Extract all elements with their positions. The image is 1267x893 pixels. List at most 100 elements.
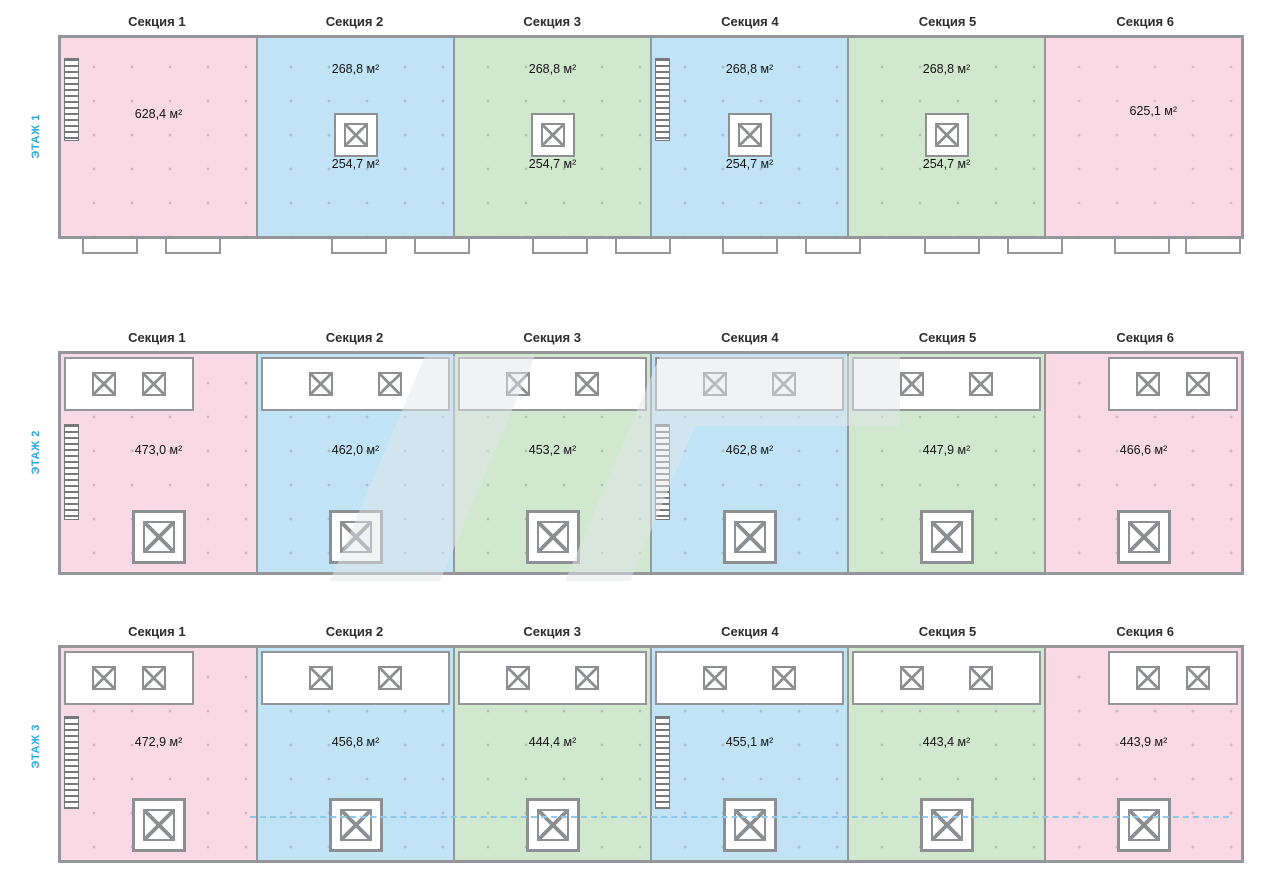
stair-core xyxy=(919,798,974,852)
elevator-shaft-icon xyxy=(930,521,963,553)
section-header: Секция 2 xyxy=(325,624,384,639)
elevator-core xyxy=(530,113,575,158)
elevator-shaft-icon xyxy=(733,521,766,553)
vent-shaft-band xyxy=(261,651,450,705)
section-header: Секция 5 xyxy=(918,14,977,29)
balcony xyxy=(1184,239,1241,254)
floor-3-section-headers: Секция 1 Секция 2 Секция 3 Секция 4 Секц… xyxy=(58,624,1244,639)
section-header: Секция 2 xyxy=(325,330,384,345)
elevator-shaft-icon xyxy=(1127,809,1160,841)
elevator-shaft-icon xyxy=(540,123,565,148)
balcony xyxy=(413,239,470,254)
floor-2-section-headers: Секция 1 Секция 2 Секция 3 Секция 4 Секц… xyxy=(58,330,1244,345)
section-5-unit: 443,4 м² xyxy=(847,648,1044,860)
stair-core xyxy=(919,510,974,564)
shaft-icon xyxy=(141,372,166,396)
stair-core xyxy=(525,798,580,852)
shaft-icon xyxy=(141,666,166,690)
elevator-shaft-icon xyxy=(1127,521,1160,553)
section-5-unit: 447,9 м² xyxy=(847,354,1044,572)
section-header: Секция 2 xyxy=(325,14,384,29)
section-header: Секция 3 xyxy=(523,14,581,29)
balcony xyxy=(1113,239,1170,254)
vent-shaft-band xyxy=(64,357,194,411)
section-6-unit: 466,6 м² xyxy=(1044,354,1241,572)
section-6-unit: 443,9 м² xyxy=(1044,648,1241,860)
area-label: 268,8 м² xyxy=(725,61,774,76)
elevator-shaft-icon xyxy=(142,521,175,553)
area-label: 268,8 м² xyxy=(528,61,577,76)
area-label: 268,8 м² xyxy=(331,61,380,76)
stair-core xyxy=(722,798,777,852)
vent-shaft-band xyxy=(655,357,844,411)
area-label: 456,8 м² xyxy=(331,734,380,749)
shaft-icon xyxy=(308,666,333,690)
elevator-shaft-icon xyxy=(930,809,963,841)
shaft-icon xyxy=(702,372,727,396)
floor-1-plan: 628,4 м² 268,8 м² 254,7 м² 268,8 м² 254,… xyxy=(58,35,1244,239)
vent-shaft-band xyxy=(64,651,194,705)
stair-core xyxy=(722,510,777,564)
section-header: Секция 1 xyxy=(128,330,186,345)
stairs-icon xyxy=(64,57,79,141)
elevator-shaft-icon xyxy=(339,521,372,553)
section-header: Секция 4 xyxy=(721,14,779,29)
elevator-core xyxy=(333,113,378,158)
section-2-unit: 268,8 м² 254,7 м² xyxy=(256,38,453,236)
section-header: Секция 6 xyxy=(1116,14,1174,29)
area-label: 443,4 м² xyxy=(922,734,971,749)
balcony xyxy=(722,239,779,254)
shaft-icon xyxy=(1186,666,1211,690)
balcony xyxy=(923,239,980,254)
shaft-icon xyxy=(1136,666,1161,690)
stair-core xyxy=(131,510,186,564)
stair-core xyxy=(328,798,383,852)
floor-1: ЭТАЖ 1 Секция 1 Секция 2 Секция 3 Секция… xyxy=(0,14,1267,265)
shaft-icon xyxy=(702,666,727,690)
section-3-unit: 268,8 м² 254,7 м² xyxy=(453,38,650,236)
area-label: 254,7 м² xyxy=(528,156,577,171)
shaft-icon xyxy=(772,372,797,396)
floor-1-section-headers: Секция 1 Секция 2 Секция 3 Секция 4 Секц… xyxy=(58,14,1244,29)
balcony xyxy=(532,239,589,254)
area-label: 462,0 м² xyxy=(331,443,380,458)
shaft-icon xyxy=(378,666,403,690)
floor-3: ЭТАЖ 3 Секция 1 Секция 2 Секция 3 Секция… xyxy=(0,624,1267,863)
section-2-unit: 462,0 м² xyxy=(256,354,453,572)
vent-shaft-band xyxy=(1108,651,1238,705)
area-label: 254,7 м² xyxy=(725,156,774,171)
shaft-icon xyxy=(575,666,600,690)
stair-core xyxy=(525,510,580,564)
section-header: Секция 4 xyxy=(721,330,779,345)
shaft-icon xyxy=(899,372,924,396)
section-6-unit: 625,1 м² xyxy=(1044,38,1241,236)
section-4-unit: 268,8 м² 254,7 м² xyxy=(650,38,847,236)
area-label: 254,7 м² xyxy=(331,156,380,171)
area-label: 443,9 м² xyxy=(1119,734,1168,749)
vent-shaft-band xyxy=(852,651,1041,705)
section-3-unit: 453,2 м² xyxy=(453,354,650,572)
shaft-icon xyxy=(575,372,600,396)
shaft-icon xyxy=(505,372,530,396)
area-label: 466,6 м² xyxy=(1119,443,1168,458)
floor-2: ЭТАЖ 2 Секция 1 Секция 2 Секция 3 Секция… xyxy=(0,330,1267,575)
area-label: 254,7 м² xyxy=(922,156,971,171)
section-header: Секция 5 xyxy=(918,624,977,639)
shaft-icon xyxy=(772,666,797,690)
vent-shaft-band xyxy=(655,651,844,705)
vent-shaft-band xyxy=(852,357,1041,411)
vent-shaft-band xyxy=(261,357,450,411)
section-2-unit: 456,8 м² xyxy=(256,648,453,860)
stairs-icon xyxy=(655,715,670,810)
balcony xyxy=(1006,239,1063,254)
area-label: 444,4 м² xyxy=(528,734,577,749)
elevator-shaft-icon xyxy=(737,123,762,148)
shaft-icon xyxy=(91,666,116,690)
balcony xyxy=(805,239,862,254)
shaft-icon xyxy=(969,666,994,690)
area-label: 473,0 м² xyxy=(134,443,183,458)
section-4-unit: 455,1 м² xyxy=(650,648,847,860)
shaft-icon xyxy=(1186,372,1211,396)
section-1-unit: 472,9 м² xyxy=(61,648,256,860)
floor-3-plan: 472,9 м² 456,8 м² 444,4 м² 4 xyxy=(58,645,1244,863)
